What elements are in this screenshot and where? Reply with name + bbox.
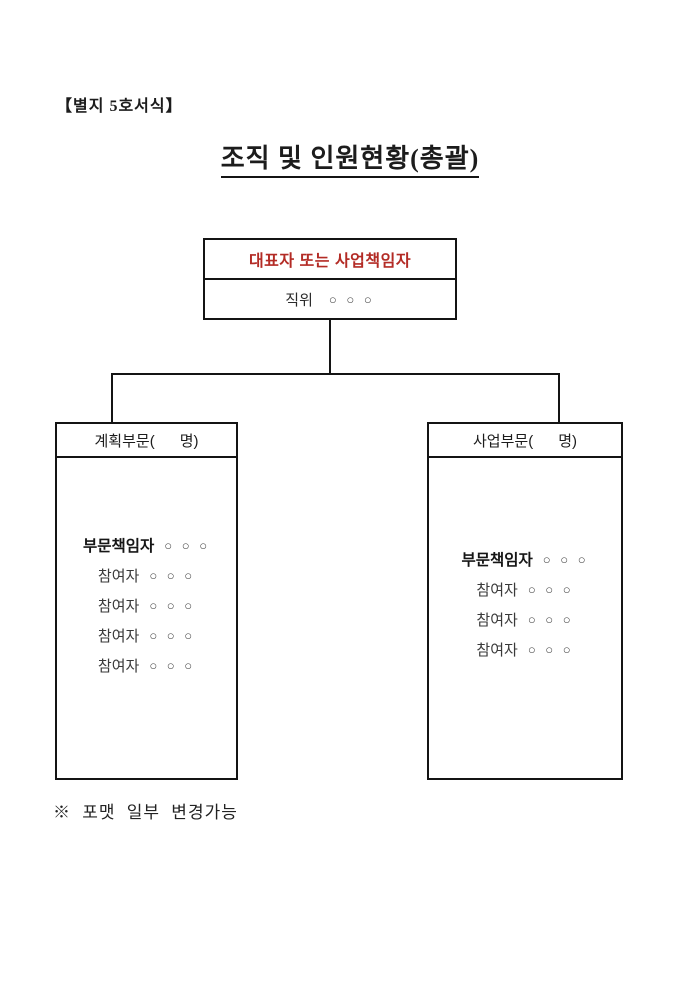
member-label: 참여자 bbox=[476, 611, 518, 629]
member-label: 참여자 bbox=[97, 657, 140, 675]
member-label: 참여자 bbox=[97, 567, 140, 585]
member-row: 참여자 ○ ○ ○ bbox=[98, 620, 195, 650]
connector-vertical-top bbox=[329, 320, 331, 374]
member-circles: ○ ○ ○ bbox=[527, 611, 574, 627]
planning-division-content: 부문책임자 ○ ○ ○ 참여자 ○ ○ ○ 참여자 ○ ○ ○ 참여자 ○ ○ … bbox=[57, 458, 236, 778]
member-circles: ○ ○ ○ bbox=[149, 657, 196, 673]
member-circles: ○ ○ ○ bbox=[527, 581, 574, 597]
form-number-label: 【별지 5호서식】 bbox=[56, 98, 183, 115]
business-division-content: 부문책임자 ○ ○ ○ 참여자 ○ ○ ○ 참여자 ○ ○ ○ 참여자 ○ ○ … bbox=[429, 458, 621, 778]
member-circles: ○ ○ ○ bbox=[149, 627, 196, 643]
position-row: 직위 ○ ○ ○ bbox=[205, 280, 455, 318]
member-label: 부문책임자 bbox=[461, 552, 533, 569]
member-row: 참여자 ○ ○ ○ bbox=[98, 650, 195, 680]
member-circles: ○ ○ ○ bbox=[527, 641, 574, 657]
member-label: 참여자 bbox=[476, 581, 518, 599]
member-label: 참여자 bbox=[476, 641, 518, 659]
member-label: 부문책임자 bbox=[82, 538, 155, 555]
planning-division-box: 계획부문( 명) 부문책임자 ○ ○ ○ 참여자 ○ ○ ○ 참여자 ○ ○ ○… bbox=[55, 422, 238, 780]
representative-box-title: 대표자 또는 사업책임자 bbox=[205, 240, 455, 280]
member-row: 참여자 ○ ○ ○ bbox=[98, 590, 195, 620]
member-circles: ○ ○ ○ bbox=[149, 597, 196, 613]
format-change-footnote: ※ 포맷 일부 변경가능 bbox=[53, 803, 238, 822]
position-value-circles: ○ ○ ○ bbox=[328, 291, 375, 307]
member-circles: ○ ○ ○ bbox=[149, 567, 196, 583]
member-circles: ○ ○ ○ bbox=[542, 551, 589, 567]
business-division-box: 사업부문( 명) 부문책임자 ○ ○ ○ 참여자 ○ ○ ○ 참여자 ○ ○ ○… bbox=[427, 422, 623, 780]
connector-horizontal bbox=[111, 373, 560, 375]
page-title-wrap: 조직 및 인원현황(총괄) bbox=[0, 138, 700, 178]
representative-box: 대표자 또는 사업책임자 직위 ○ ○ ○ bbox=[203, 238, 457, 320]
planning-division-header: 계획부문( 명) bbox=[57, 424, 236, 458]
member-circles: ○ ○ ○ bbox=[164, 537, 211, 553]
member-label: 참여자 bbox=[97, 597, 140, 615]
member-row: 참여자 ○ ○ ○ bbox=[476, 634, 573, 664]
member-row-leader: 부문책임자 ○ ○ ○ bbox=[83, 530, 210, 560]
business-division-header: 사업부문( 명) bbox=[429, 424, 621, 458]
page-title: 조직 및 인원현황(총괄) bbox=[220, 138, 480, 178]
connector-vertical-left bbox=[111, 373, 113, 422]
position-label: 직위 bbox=[285, 291, 313, 309]
connector-vertical-right bbox=[558, 373, 560, 422]
member-row: 참여자 ○ ○ ○ bbox=[476, 574, 573, 604]
member-label: 참여자 bbox=[97, 627, 140, 645]
member-row: 참여자 ○ ○ ○ bbox=[98, 560, 195, 590]
member-row-leader: 부문책임자 ○ ○ ○ bbox=[461, 544, 588, 574]
member-row: 참여자 ○ ○ ○ bbox=[476, 604, 573, 634]
